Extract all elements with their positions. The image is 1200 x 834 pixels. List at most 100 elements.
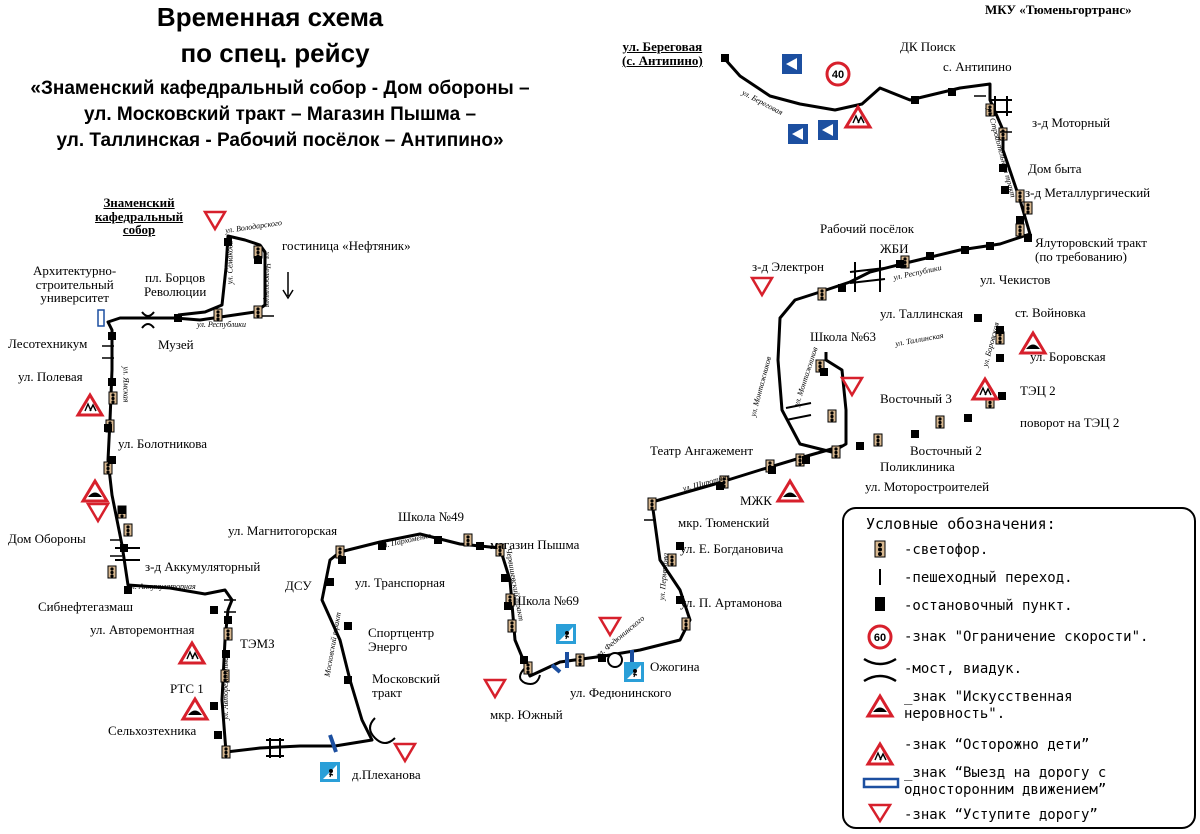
pedestrian-crossing-sign-icon [623,661,645,683]
stop-label-rabochiy: Рабочий посёлок [820,221,915,236]
one-way-road-sign-icon [782,54,802,74]
stop-label-dk-poisk: ДК Поиск [900,39,956,54]
stop-marker [820,368,828,376]
stop-label-tallinskaya: ул. Таллинская [880,306,963,321]
legend-bump-icon [865,693,895,718]
stop-marker [210,606,218,614]
traffic-light-icon [831,445,841,459]
title-line-1: Временная схема [156,2,384,32]
stop-label-shkola69: Школа №69 [513,593,580,608]
stop-label-chekistov: ул. Чекистов [980,272,1051,287]
legend-traffic-light: -светофор. [904,542,989,558]
legend: Условные обозначения: 60 -светофор. -пеш… [842,507,1196,829]
street-label-yamskaya: ул. Ямская [121,366,131,403]
legend-bump: _знак "Искусственная неровность". [904,689,1073,722]
stop-label-magazin-pyshma: магазин Пышма [490,537,580,552]
stop-marker [802,456,810,464]
stop-marker [948,88,956,96]
traffic-light-icon [223,627,233,641]
stop-marker [911,96,919,104]
traffic-light-icon [507,619,517,633]
stop-marker [998,392,1006,400]
legend-one-way: _знак “Выезд на дорогу с односторонним д… [904,765,1107,798]
stop-label-motorostroiteley: ул. Моторостроителей [865,479,990,494]
organization-label: МКУ «Тюменьгортранс» [985,2,1132,17]
stop-label-dsu: ДСУ [285,578,312,593]
street-label-respubliki1: ул. Республики [197,320,247,329]
stop-label-avtoremontnaya: ул. Авторемонтная [90,622,195,637]
stop-label-transportnaya: ул. Транспорная [355,575,446,590]
stop-label-dom-oborony: Дом Обороны [8,531,86,546]
bump-sign-icon [181,697,209,721]
stop-marker [344,622,352,630]
traffic-light-icon [935,415,945,429]
street-label-semakova: ул. Семакова [225,240,235,285]
stop-marker [926,252,934,260]
stop-marker [338,556,346,564]
legend-yield: -знак “Уступите дорогу” [904,807,1098,823]
street-label-akkumulyatornaya: ул. Аккумуляторная [128,582,196,591]
title-line-2: по спец. рейсу [180,38,370,68]
stop-label-sportcentr: Спортцентр Энерго [368,625,435,654]
stop-label-tyumensky: мкр. Тюменский [678,515,770,530]
stop-marker [326,578,334,586]
stop-label-z-akkumulyatorny: з-д Аккумуляторный [145,559,261,574]
stop-label-tec2: ТЭЦ 2 [1020,383,1056,398]
legend-yield-icon [867,803,893,824]
yield-sign-icon [86,502,110,523]
stop-label-arkhitekturny: Архитектурно- строительный университет [33,263,117,306]
stop-marker [520,656,528,664]
traffic-light-icon [575,653,585,667]
stop-label-shkola49: Школа №49 [398,509,465,524]
traffic-light-icon [108,391,118,405]
yield-sign-icon [483,678,507,699]
stop-marker [856,442,864,450]
pedestrian-crossing-sign-icon [319,761,341,783]
stop-label-bogdanovicha: ул. Е. Богдановича [680,541,784,556]
stop-marker [721,54,729,62]
one-way-bars [328,650,634,753]
stop-marker [504,602,512,610]
stop-label-voynovka: ст. Войновка [1015,305,1086,320]
stop-label-znamensky: Знаменский кафедральный собор [95,195,184,238]
legend-speed-value: 60 [874,632,886,644]
stop-marker [838,284,846,292]
loop-road [369,717,396,744]
title-line-5: ул. Таллинская - Рабочий посёлок – Антип… [56,130,504,151]
stop-marker [344,676,352,684]
one-way-mark [97,309,105,327]
traffic-light-icon [647,497,657,511]
street-label-avtoremontnaya: ул. Авторемонтная [220,653,230,720]
bump-sign-icon [81,479,109,503]
stop-marker [174,314,182,322]
stop-marker [964,414,972,422]
stop-marker [974,314,982,322]
legend-traffic-light-icon [874,540,886,558]
legend-speed: -знак "Ограничение скорости". [904,629,1149,645]
traffic-light-icon [463,533,473,547]
stop-marker [434,536,442,544]
children-sign-icon [971,377,999,401]
stop-marker [911,430,919,438]
pedestrian-crossing-sign-icon [555,623,577,645]
stop-marker [214,731,222,739]
stop-label-vostochny2: Восточный 2 [910,443,982,458]
children-sign-icon [178,641,206,665]
legend-children-icon [865,741,895,766]
traffic-light-icon [253,305,263,319]
stop-label-magnitogorskaya: ул. Магнитогорская [228,523,338,538]
stop-label-shkola63: Школа №63 [810,329,877,344]
children-sign-icon [844,105,872,129]
stop-label-mzhk: МЖК [740,493,772,508]
speed-limit-value: 40 [832,69,844,81]
stop-label-vostochny3: Восточный 3 [880,391,952,406]
stop-label-dom-byta: Дом быта [1028,161,1082,176]
stop-label-muzey: Музей [158,337,194,352]
direction-arrow [282,272,294,300]
title-line-4: ул. Московский тракт – Магазин Пышма – [83,104,477,125]
stop-label-borcov: пл. Борцов Революции [144,270,207,299]
legend-header: Условные обозначения: [866,515,1056,533]
stop-marker [996,354,1004,362]
speed-limit-sign-icon: 40 [825,61,851,87]
